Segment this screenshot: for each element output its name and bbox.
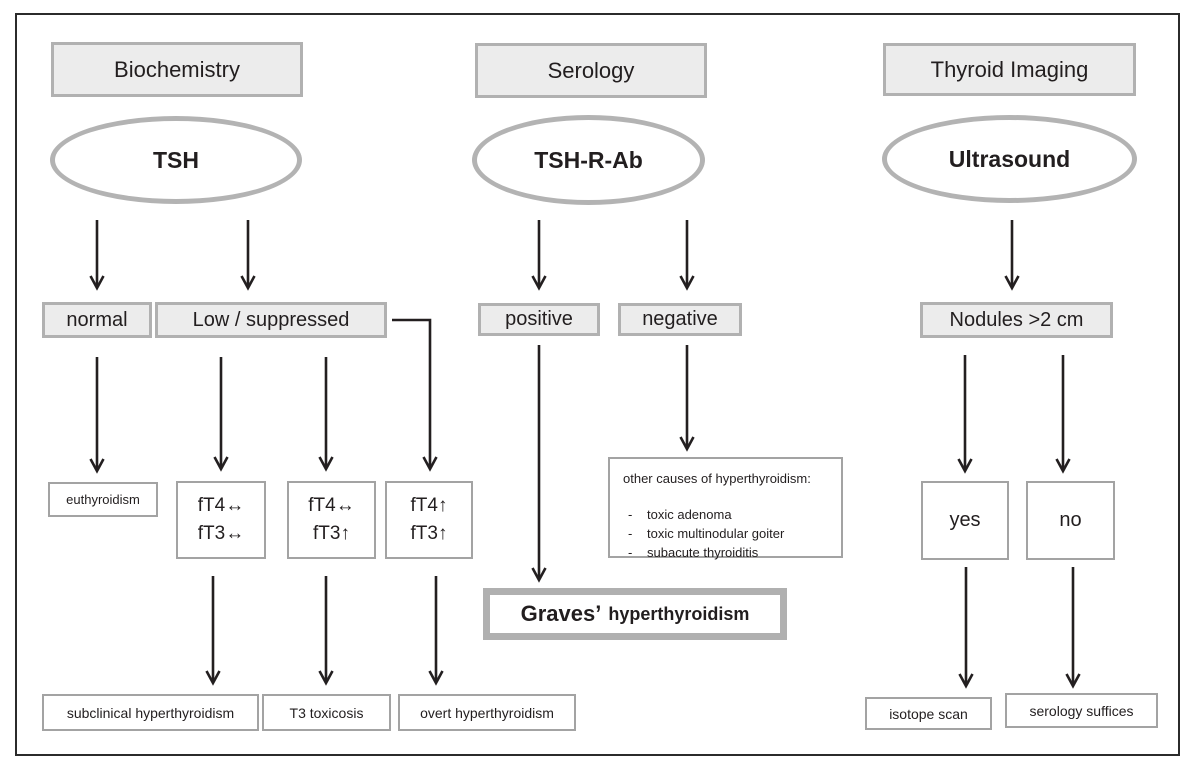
ft4-line: fT4↔ — [197, 495, 245, 517]
biochemistry-header: Biochemistry — [51, 42, 303, 97]
tsh-ellipse: TSH — [50, 116, 302, 204]
ft4-line: fT4↔ — [308, 495, 355, 517]
bullet-dash: - — [628, 525, 633, 541]
ft3-line: fT3↔ — [197, 523, 245, 544]
ft4-normal-ft3-normal-box: fT4↔ fT3↔ — [176, 481, 266, 559]
ft4-high-ft3-high-box: fT4↑ fT3↑ — [385, 481, 473, 559]
other-causes-item-label: toxic multinodular goiter — [647, 525, 785, 541]
other-causes-item-label: toxic adenoma — [647, 506, 732, 522]
serology-suffices-box: serology suffices — [1005, 693, 1158, 728]
graves-diagnosis-main: Graves’ — [520, 601, 602, 626]
tshrab-negative-box: negative — [618, 303, 742, 336]
serology-header: Serology — [475, 43, 707, 98]
diagram-frame — [15, 13, 1180, 756]
bullet-dash: - — [628, 544, 633, 560]
isotope-scan-box: isotope scan — [865, 697, 992, 730]
euthyroidism-box: euthyroidism — [48, 482, 158, 517]
graves-diagnosis-box: Graves’ hyperthyroidism — [483, 588, 787, 640]
graves-diagnosis-sub: hyperthyroidism — [608, 603, 750, 624]
ft4-line: fT4↑ — [410, 495, 448, 517]
ft4-normal-ft3-high-box: fT4↔ fT3↑ — [287, 481, 376, 559]
tsh-low-suppressed-box: Low / suppressed — [155, 302, 387, 338]
other-causes-item-label: subacute thyroiditis — [647, 544, 759, 560]
arrow-group — [97, 220, 1073, 686]
other-causes-item: - toxic adenoma — [623, 506, 831, 525]
other-causes-box: other causes of hyperthyroidism: - toxic… — [608, 457, 843, 560]
thyroid-imaging-header: Thyroid Imaging — [883, 43, 1136, 96]
tsh-normal-box: normal — [42, 302, 152, 338]
tshrab-positive-box: positive — [478, 303, 600, 336]
ultrasound-ellipse: Ultrasound — [882, 115, 1137, 203]
nodules-box: Nodules >2 cm — [920, 302, 1113, 338]
other-causes-item: - toxic multinodular goiter — [623, 525, 831, 544]
arrow-low-to-pattern3-elbow — [392, 318, 430, 469]
other-causes-item: - subacute thyroiditis — [623, 544, 831, 563]
other-causes-title: other causes of hyperthyroidism: — [623, 471, 811, 486]
nodules-yes-box: yes — [921, 481, 1009, 560]
nodules-no-box: no — [1026, 481, 1115, 560]
tsh-r-ab-ellipse: TSH-R-Ab — [472, 115, 705, 205]
t3-toxicosis-box: T3 toxicosis — [262, 694, 391, 731]
overt-hyperthyroidism-box: overt hyperthyroidism — [398, 694, 576, 731]
ft3-line: fT3↑ — [410, 523, 448, 544]
subclinical-hyperthyroidism-box: subclinical hyperthyroidism — [42, 694, 259, 731]
ft3-line: fT3↑ — [313, 523, 350, 544]
bullet-dash: - — [628, 506, 633, 522]
